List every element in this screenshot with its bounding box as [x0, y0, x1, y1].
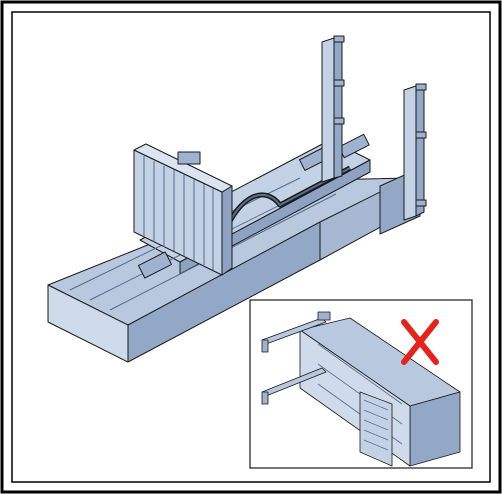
- red-x-icon: [401, 319, 439, 365]
- louvered-frame: [133, 143, 233, 276]
- vertical-post-right: [403, 83, 427, 221]
- inset-panel: [249, 299, 473, 469]
- vertical-post-left: [321, 35, 345, 183]
- main-assembly: [47, 35, 427, 363]
